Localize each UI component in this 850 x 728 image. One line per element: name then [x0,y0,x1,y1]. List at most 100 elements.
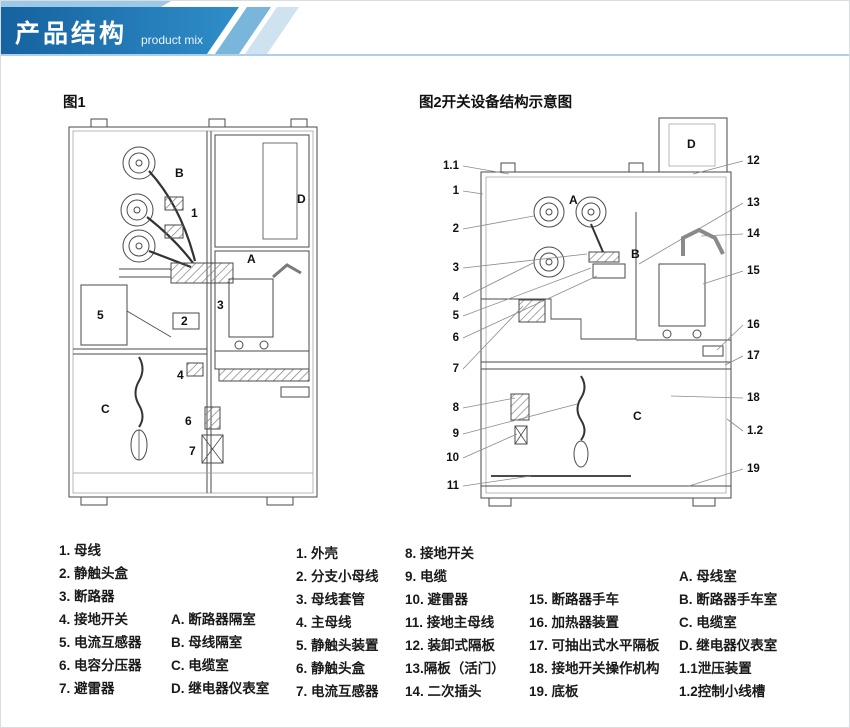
callout-2: 2 [453,223,459,235]
legend-col-2: 1. 外壳 2. 分支小母线 3. 母线套管 4. 主母线 5. 静触头装置 6… [296,542,379,703]
breaker-body [228,278,274,338]
static-contact-box [592,263,626,279]
callout-15: 15 [747,265,760,277]
legend-item: 8. 接地开关 [405,546,475,561]
bushing-circles [533,196,607,278]
foot [266,496,294,506]
legend-item: 1.1泄压装置 [679,661,752,676]
fig2-label-d: D [687,137,696,151]
legend-item: 2. 分支小母线 [296,569,379,584]
current-transformer [80,284,128,346]
fig2-right-callouts: 12 13 14 15 16 17 18 1.2 19 [747,155,763,475]
page-subtitle: product mix [141,33,204,47]
callout-4: 4 [453,292,460,304]
legend-item: 1.2控制小线槽 [679,684,766,699]
legend-text: 4. 接地开关 [59,612,129,627]
legend-text: 1. 母线 [59,543,102,558]
legend-text: B. 母线隔室 [171,635,243,650]
callout-1-1: 1.1 [443,160,460,172]
arrester [201,434,224,464]
fig1-labels: B 1 D A 3 5 2 4 C 6 7 [97,166,306,458]
header-diagonal-band-2 [245,7,299,54]
lifting-lug [208,118,226,128]
fig1-label-7: 7 [189,444,196,458]
legend-item: 15. 断路器手车 [529,592,620,607]
legend-item: 11. 接地主母线 [405,615,495,630]
earthing-switch [186,362,204,377]
current-transformer [518,299,546,323]
legend-item: 6. 静触头盒 [296,661,366,676]
contact-box [164,224,184,239]
fig1-label-b: B [175,166,184,180]
bent-conductor [681,227,725,256]
fig2-label-a: A [569,193,578,207]
legend-item: 4. 接地开关 A. 断路器隔室 [59,608,294,631]
fig1-label-a: A [247,252,256,266]
cabinet-inner-wall [72,130,314,494]
fig2-title: 图2开关设备结构示意图 [419,95,573,111]
fig1-label-6: 6 [185,414,192,428]
fig2-label-b: B [631,247,640,261]
legend-col-5: A. 母线室 B. 断路器手车室 C. 电缆室 D. 继电器仪表室 1.1泄压装… [679,565,777,703]
callout-10: 10 [446,452,459,464]
contact-box [164,196,184,211]
fig2-diagram: 1.1 1 2 3 4 5 6 7 8 9 10 11 12 13 14 15 … [443,117,763,507]
legend-text: 2. 静触头盒 [59,566,129,581]
callout-3: 3 [453,262,459,274]
breaker-handcart [658,263,706,327]
fig1-label-5: 5 [97,308,104,322]
lifting-lug [628,162,644,173]
cable [576,375,586,441]
fig1-label-c: C [101,402,110,416]
callout-13: 13 [747,197,760,209]
callout-17: 17 [747,350,760,362]
fig1-label-4: 4 [177,368,184,382]
cabinet-outline [480,171,732,499]
callout-11: 11 [447,480,460,492]
callout-18: 18 [747,392,760,404]
legend-col-4: 15. 断路器手车 16. 加热器装置 17. 可抽出式水平隔板 18. 接地开… [529,588,660,703]
header-main-block [1,7,239,54]
callout-16: 16 [747,319,760,331]
legend-item: B. 断路器手车室 [679,592,778,607]
busbar-block [170,262,234,284]
header-top-sliver [1,1,171,7]
legend-item: 19. 底板 [529,684,579,699]
legend-item: 18. 接地开关操作机构 [529,661,660,676]
fig1-label-2: 2 [181,314,188,328]
legend-item: 1. 外壳 [296,546,339,561]
legend-item: 5. 静触头装置 [296,638,379,653]
legend-item: 12. 装卸式隔板 [405,638,496,653]
legend-col-1: 1. 母线 2. 静触头盒 3. 断路器 4. 接地开关 A. 断路器隔室 5. … [59,539,294,700]
foot [488,497,512,507]
legend-item: 10. 避雷器 [405,592,469,607]
foot [80,496,108,506]
fig1-label-3: 3 [217,298,224,312]
arrester [510,393,530,421]
legend-item: D. 继电器仪表室 [679,638,778,653]
callout-14: 14 [747,228,760,240]
legend-text: A. 断路器隔室 [171,612,256,627]
fig2-leader-lines [462,160,744,487]
legend-col-3: 8. 接地开关 9. 电缆 10. 避雷器 11. 接地主母线 12. 装卸式隔… [405,542,505,703]
callout-6: 6 [453,332,459,344]
legend-item: 14. 二次插头 [405,684,482,699]
callout-19: 19 [747,463,760,475]
legend-item: 1. 母线 [59,539,294,562]
fig1-title: 图1 [63,95,86,111]
partition-strip [218,368,310,382]
callout-5: 5 [453,310,460,322]
legend-text: 3. 断路器 [59,589,115,604]
bushing-circles [120,146,156,263]
static-contact-device [588,251,620,263]
callout-7: 7 [453,363,459,375]
legend-text: 6. 电容分压器 [59,658,142,673]
legend-item: 2. 静触头盒 [59,562,294,585]
legend-item: A. 母线室 [679,569,737,584]
callout-12: 12 [747,155,760,167]
callout-9: 9 [453,428,459,440]
